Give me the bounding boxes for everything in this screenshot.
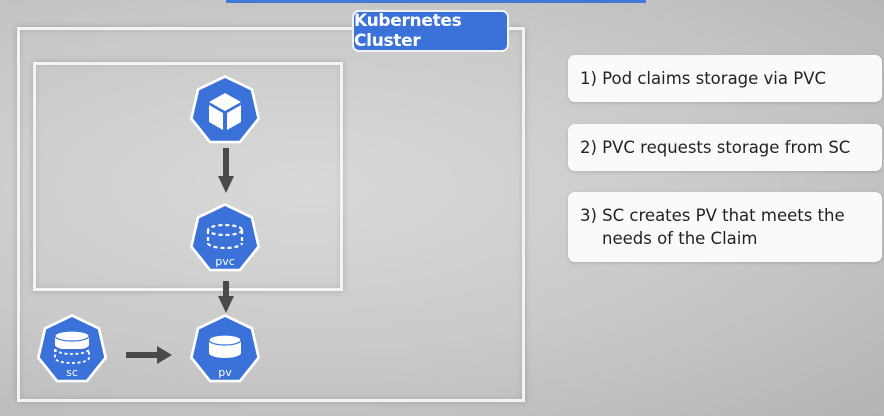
pv-icon: pv bbox=[189, 314, 261, 383]
step-card-3: 3) SC creates PV that meets the needs of… bbox=[568, 192, 882, 262]
node-box bbox=[33, 62, 343, 291]
pvc-label: pvc bbox=[215, 255, 235, 268]
pvc-icon: pvc bbox=[189, 203, 261, 272]
arrow-pod-to-pvc bbox=[218, 148, 234, 193]
disk-icon bbox=[206, 223, 244, 250]
step-text-1: 1) Pod claims storage via PVC bbox=[580, 69, 827, 88]
arrow-pvc-to-pv bbox=[218, 281, 234, 313]
pv-label: pv bbox=[218, 366, 232, 379]
top-accent-bar bbox=[226, 0, 646, 3]
step-text-3: 3) SC creates PV that meets the needs of… bbox=[580, 206, 845, 248]
kubernetes-cluster-box bbox=[17, 27, 525, 402]
cube-icon bbox=[209, 93, 241, 130]
step-card-2: 2) PVC requests storage from SC bbox=[568, 124, 882, 171]
pod-icon bbox=[189, 75, 261, 144]
sc-label: sc bbox=[66, 366, 78, 379]
sc-icon: sc bbox=[36, 314, 108, 383]
arrow-sc-to-pv bbox=[126, 346, 172, 364]
disk-stack-icon bbox=[54, 330, 90, 364]
step-card-1: 1) Pod claims storage via PVC bbox=[568, 55, 882, 102]
step-text-2: 2) PVC requests storage from SC bbox=[580, 138, 851, 157]
cluster-label: Kubernetes Cluster bbox=[352, 10, 509, 52]
disk-icon bbox=[208, 334, 242, 358]
